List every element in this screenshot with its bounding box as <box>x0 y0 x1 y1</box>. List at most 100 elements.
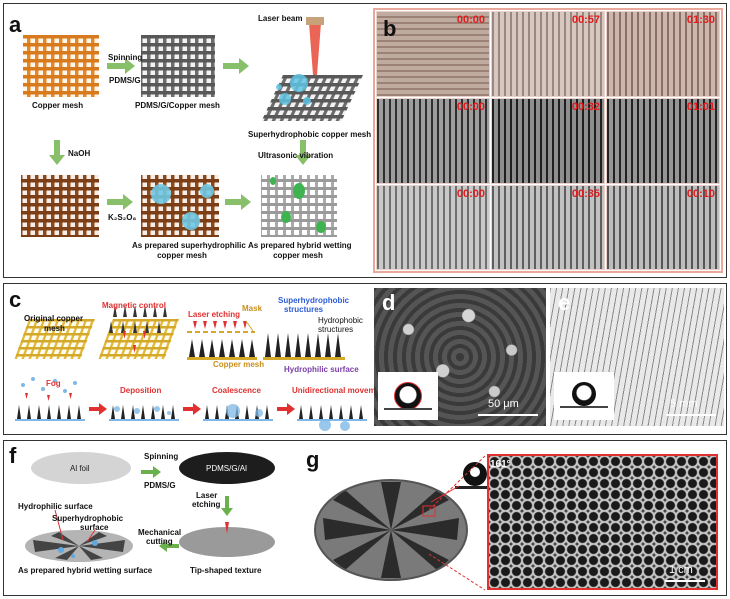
label-superhydrophobic-copper-mesh: Superhydrophobic copper mesh <box>248 130 372 139</box>
timestamp: 00:00 <box>456 14 485 26</box>
photo-tile: 00:00 <box>376 11 490 97</box>
panel-e-scale: 5 mm <box>670 398 698 410</box>
label-laser-f: Laser <box>196 491 218 500</box>
panel-g-zoom: 1 cm <box>487 454 718 590</box>
copper-mesh-image <box>23 35 99 97</box>
panel-c-diagram <box>14 305 367 431</box>
label-pdms-g: PDMS/G <box>109 76 141 85</box>
arrow-ultrasonic <box>295 140 311 165</box>
panel-e-label: e <box>558 290 571 315</box>
label-hybrid-2: copper mesh <box>273 251 323 260</box>
photo-tile: 01:01 <box>606 98 720 184</box>
panel-g-scalebar <box>665 580 705 582</box>
pdms-copper-mesh-image <box>141 35 215 97</box>
arrow-hybrid <box>225 194 251 210</box>
label-hydrophobic-1: Hydrophobic <box>318 316 363 325</box>
label-mechanical: Mechanical <box>138 528 182 537</box>
label-fog: Fog <box>46 379 61 388</box>
panel-d-scalebar <box>478 414 538 416</box>
panel-d-image: d 50 μm <box>374 288 546 426</box>
panel-c-label: c <box>9 287 22 312</box>
droplet-icon <box>394 382 422 410</box>
label-laser-etching: Laser etching <box>188 310 241 319</box>
label-superhydrophobic-f1: Superhydrophobic <box>52 514 124 523</box>
photo-tile: 00:10 <box>606 185 720 270</box>
label-superhydrophobic-2: structures <box>284 305 324 314</box>
arrow-k2s2o8 <box>107 194 133 210</box>
photo-tile: 00:35 <box>491 185 605 270</box>
timestamp: 01:01 <box>686 101 715 113</box>
photo-tile: 01:30 <box>606 11 720 97</box>
panel-b-frame <box>373 8 723 273</box>
label-naoh: NaOH <box>68 149 91 158</box>
panel-f-diagram <box>25 452 275 562</box>
photo-tile: 00:00 <box>376 98 490 184</box>
label-pdms-g-al: PDMS/G/Al <box>206 464 247 473</box>
timestamp: 00:00 <box>456 188 485 200</box>
timestamp: 00:10 <box>686 188 715 200</box>
label-pdms-g-f: PDMS/G <box>144 481 176 490</box>
panel-g-photo <box>314 454 503 591</box>
label-superhydrophilic-1: As prepared superhydrophilic <box>132 241 246 250</box>
photo-tile: 00:32 <box>491 98 605 184</box>
timestamp: 01:30 <box>686 14 715 26</box>
oxidized-mesh-image <box>21 175 99 237</box>
photo-tile: 00:57 <box>491 11 605 97</box>
label-al-foil: Al foil <box>70 464 90 473</box>
label-deposition: Deposition <box>120 386 162 395</box>
label-hydrophobic-2: structures <box>318 325 354 334</box>
panel-b-grid: 00:00 00:57 01:30 00:00 00:32 01:01 00:0… <box>376 11 720 270</box>
fog-stage <box>15 377 85 421</box>
panel-d-inset <box>378 372 438 420</box>
label-copper-mesh: Copper mesh <box>32 101 84 110</box>
label-hybrid-1: As prepared hybrid wetting <box>248 241 352 250</box>
label-original-1: Original copper <box>24 314 84 323</box>
label-original-2: mesh <box>44 324 65 333</box>
al-foil-disc <box>31 452 131 484</box>
timestamp: 00:32 <box>571 101 600 113</box>
tip-texture-disc <box>179 527 275 557</box>
panel-d-scale: 50 μm <box>488 398 519 410</box>
label-k2s2o8: K₂S₂O₈ <box>108 213 137 222</box>
label-superhydrophobic-1: Superhydrophobic <box>278 296 350 305</box>
label-superhydrophilic-2: copper mesh <box>157 251 207 260</box>
label-magnetic-control: Magnetic control <box>102 301 167 310</box>
label-pdms-copper-mesh: PDMS/G/Copper mesh <box>135 101 220 110</box>
pdms-al-disc <box>179 452 275 484</box>
superhydrophobic-mesh-image <box>261 75 363 121</box>
label-etching-f: etching <box>192 500 221 509</box>
contact-angle-label: 161° <box>490 459 511 470</box>
movement-stage <box>297 405 367 431</box>
panel-g-scale: 1 cm <box>669 564 693 576</box>
label-cutting: cutting <box>146 537 173 546</box>
arrow-laser <box>223 58 249 74</box>
panel-e-inset <box>554 372 614 420</box>
label-hydrophilic-f: Hydrophilic surface <box>18 502 93 511</box>
panel-e-image: e 5 mm <box>550 288 724 426</box>
arrow-spinning <box>107 58 135 74</box>
deposition-stage <box>109 405 179 421</box>
label-hybrid-surface: As prepared hybrid wetting surface <box>18 566 153 575</box>
panel-g-label: g <box>306 447 320 472</box>
photo-tile: 00:00 <box>376 185 490 270</box>
label-superhydrophobic-f2: surface <box>80 523 109 532</box>
panel-a-diagram <box>21 17 363 237</box>
label-tip-shaped: Tip-shaped texture <box>190 566 262 575</box>
timestamp: 00:35 <box>571 188 600 200</box>
label-ultrasonic: Ultrasonic vibration <box>258 151 334 160</box>
label-copper-mesh-c: Copper mesh <box>213 360 265 369</box>
coalescence-stage <box>203 404 273 421</box>
panel-a-label: a <box>9 12 22 37</box>
droplet-icon <box>572 382 596 406</box>
laser-beam <box>309 23 321 75</box>
panel-d-label: d <box>382 290 396 315</box>
label-laser-beam: Laser beam <box>258 14 303 23</box>
arrow-naoh <box>49 140 65 165</box>
label-mask: Mask <box>242 304 263 313</box>
timestamp: 00:57 <box>571 14 600 26</box>
timestamp: 00:00 <box>456 101 485 113</box>
panel-b-label: b <box>383 16 397 41</box>
panel-e-scalebar <box>666 414 716 416</box>
label-unidirectional: Unidirectional movement <box>292 386 388 395</box>
panel-f-label: f <box>9 443 17 468</box>
